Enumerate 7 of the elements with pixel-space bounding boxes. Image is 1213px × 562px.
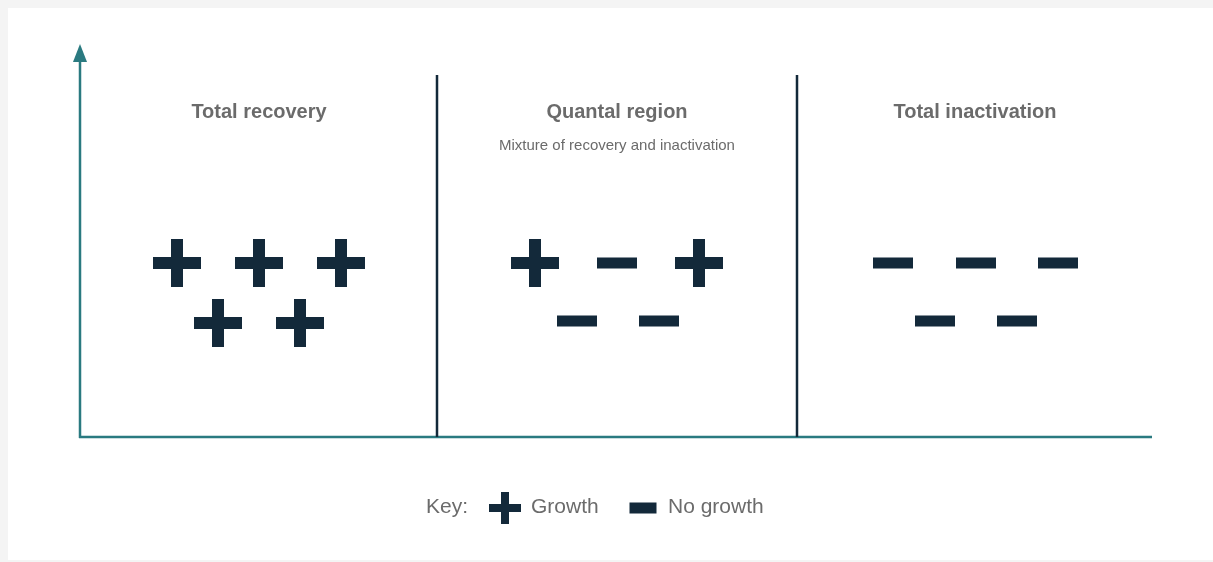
legend-label: No growth — [668, 494, 764, 518]
region-heading: Quantal region — [546, 100, 688, 123]
region-heading: Total inactivation — [893, 100, 1057, 123]
region-subtitle: Mixture of recovery and inactivation — [499, 136, 735, 153]
legend-title: Key: — [426, 494, 468, 518]
region-heading: Total recovery — [191, 100, 327, 123]
legend-label: Growth — [531, 494, 599, 518]
